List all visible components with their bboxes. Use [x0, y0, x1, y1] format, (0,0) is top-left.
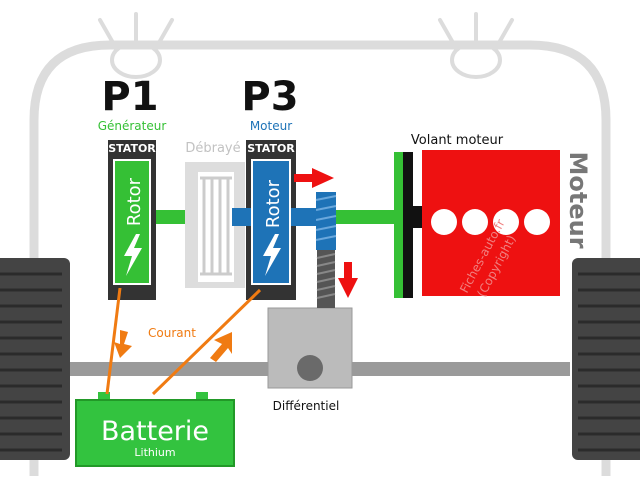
p1-subtitle: Générateur — [98, 119, 167, 133]
current-wires — [105, 287, 262, 396]
engine-cylinders — [431, 209, 550, 235]
lightning-bolt-icon — [263, 234, 281, 276]
flywheel-hub — [413, 206, 423, 228]
p3-title: P3 — [241, 74, 298, 120]
headlight-icon-left — [98, 12, 174, 79]
flywheel-disc-green — [394, 152, 403, 298]
flywheel-label: Volant moteur — [411, 133, 504, 148]
current-label: Courant — [148, 326, 196, 340]
p1-title: P1 — [101, 74, 158, 120]
blue-gear — [316, 192, 336, 250]
battery-label: Batterie — [101, 416, 209, 447]
lightning-bolt-icon — [124, 234, 142, 276]
differential-gear — [297, 355, 323, 381]
current-arrow-up — [210, 332, 232, 362]
p1-stator-label: STATOR — [108, 142, 156, 155]
rotation-arrow-down — [338, 262, 358, 298]
flywheel-disc — [403, 152, 413, 298]
car-body-outline — [29, 40, 611, 476]
headlight-icon-right — [438, 12, 514, 79]
wheel-right — [572, 258, 640, 460]
p1-rotor-label: Rotor — [124, 177, 145, 226]
differential-label: Différentiel — [273, 399, 340, 413]
engine-label: Moteur — [564, 151, 592, 248]
rotation-arrow-right — [294, 168, 334, 188]
current-arrow-down — [114, 330, 132, 358]
battery-terminal-right — [196, 392, 208, 400]
battery-terminal-left — [98, 392, 110, 400]
battery — [75, 399, 235, 467]
p3-stator-label: STATOR — [247, 142, 295, 155]
battery-sub-label: Lithium — [134, 446, 175, 459]
wheel-left — [0, 258, 70, 460]
p3-rotor-label: Rotor — [263, 179, 284, 228]
clutch-label: Débrayé — [185, 141, 240, 156]
p3-subtitle: Moteur — [250, 119, 292, 133]
